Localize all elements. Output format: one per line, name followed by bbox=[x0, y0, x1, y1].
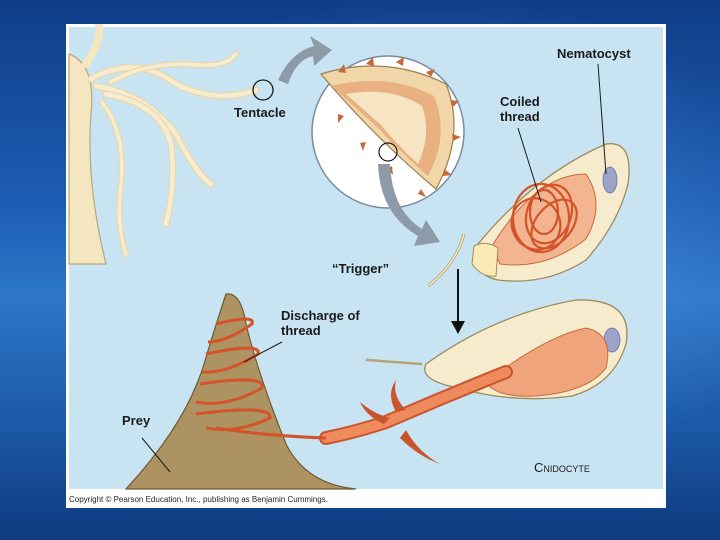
empty-capsule bbox=[485, 327, 609, 397]
label-cnidocyte: Cnidocyte bbox=[534, 460, 590, 475]
nucleus bbox=[602, 166, 618, 194]
cnidocil bbox=[365, 358, 423, 366]
tentacle-highlight-circle bbox=[252, 79, 274, 101]
prey-illustration bbox=[124, 293, 357, 490]
nematocyst-leader bbox=[597, 63, 607, 175]
hydra-tentacle bbox=[103, 91, 175, 227]
cnidocyte-discharged bbox=[319, 299, 628, 464]
barb bbox=[360, 402, 390, 424]
figure-panel: Nematocyst Coiled thread Tentacle “Trigg… bbox=[66, 24, 666, 508]
hydra-tentacle bbox=[82, 24, 104, 68]
magnified-tentacle bbox=[311, 55, 465, 209]
hydra-tentacle bbox=[100, 100, 128, 256]
prey-leader bbox=[141, 437, 171, 473]
label-coiled-thread: Coiled thread bbox=[500, 94, 540, 124]
operculum-lid bbox=[471, 242, 499, 277]
discharge-leader bbox=[243, 341, 283, 363]
hydra-tentacle bbox=[93, 83, 214, 187]
cnidocil-trigger-inner bbox=[427, 233, 465, 287]
cnidocyte-highlight-circle bbox=[378, 142, 398, 162]
label-tentacle: Tentacle bbox=[234, 105, 286, 120]
wrapped-thread bbox=[195, 317, 327, 440]
discharge-arrow-head bbox=[451, 321, 465, 334]
coiled-thread-loops bbox=[510, 182, 578, 254]
barb bbox=[400, 430, 440, 464]
hydra-body bbox=[68, 53, 107, 265]
cnidocyte-diagram bbox=[68, 24, 663, 490]
magnify-arrow bbox=[278, 36, 332, 84]
label-discharge-of-thread: Discharge of thread bbox=[281, 308, 360, 338]
copyright-notice: Copyright © Pearson Education, Inc., pub… bbox=[69, 495, 328, 504]
hydra-illustration bbox=[68, 24, 274, 265]
hydra-tentacle bbox=[88, 65, 259, 99]
label-trigger: “Trigger” bbox=[332, 261, 390, 276]
label-nematocyst: Nematocyst bbox=[557, 46, 631, 61]
hydra-tentacle bbox=[109, 52, 238, 84]
coiled-thread-leader bbox=[517, 127, 542, 203]
zoom-arrow bbox=[378, 164, 440, 246]
cnidocyte-coiled bbox=[427, 143, 630, 288]
thread-tube-fill bbox=[321, 367, 511, 443]
prey-body bbox=[124, 293, 357, 490]
label-prey: Prey bbox=[122, 413, 151, 428]
barb bbox=[391, 380, 406, 412]
tentacle-core bbox=[346, 91, 427, 164]
